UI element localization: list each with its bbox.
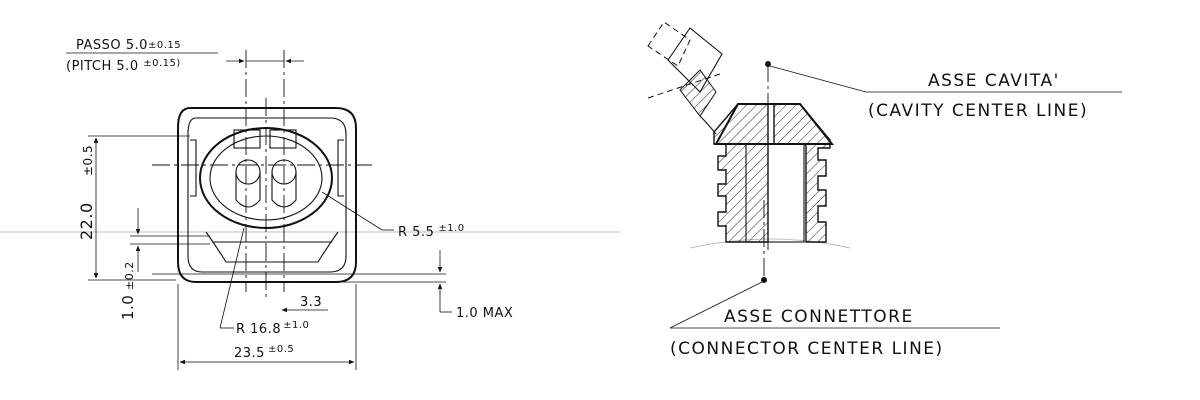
seal-bore xyxy=(745,143,805,243)
cavity-axis-leader xyxy=(769,65,867,93)
pitch-english-label: (PITCH 5.0 ±0.15) xyxy=(66,58,181,74)
terminal-hatched xyxy=(679,69,717,117)
radius-small-label: R 5.5±1.0 xyxy=(398,223,465,240)
pitch-italian-label: PASSO 5.0±0.15 xyxy=(76,38,181,53)
radius-large-leader xyxy=(219,227,245,329)
terminal-block-right xyxy=(269,129,297,149)
front-view: PASSO 5.0±0.15 (PITCH 5.0 ±0.15) 22.0 ±0… xyxy=(0,38,620,370)
radius-large-label: R 16.8±1.0 xyxy=(236,320,309,337)
height-dim-label: 22.0 xyxy=(77,202,96,240)
terminal-axis xyxy=(647,73,721,99)
section-view: ASSE CAVITA' (CAVITY CENTER LINE) ASSE C… xyxy=(647,21,1122,359)
connector-inner-outline xyxy=(187,117,347,273)
cavity-axis-english: (CAVITY CENTER LINE) xyxy=(868,101,1088,121)
cavity-axis-italian: ASSE CAVITA' xyxy=(928,71,1060,91)
terminal-tip xyxy=(699,115,717,135)
width-dim-label: 23.5±0.5 xyxy=(234,344,294,361)
step-dim-label: 1.0 xyxy=(119,295,137,320)
connector-axis-english: (CONNECTOR CENTER LINE) xyxy=(670,339,944,359)
side-latch-left xyxy=(190,139,197,197)
connector-axis-italian: ASSE CONNETTORE xyxy=(724,307,914,327)
cavity-axis-point xyxy=(765,61,771,67)
terminal-block-left xyxy=(233,129,261,149)
mount-surface-arc xyxy=(689,238,851,249)
seal-body-left xyxy=(713,103,769,243)
connector-lower-step xyxy=(205,231,339,263)
side-latch-right xyxy=(337,139,344,197)
seal-body-right xyxy=(773,103,831,243)
height-tol-label: ±0.5 xyxy=(81,145,95,176)
radius-small-leader xyxy=(321,191,383,231)
step-tol-label: ±0.2 xyxy=(123,261,136,290)
max-dim-label: 1.0 MAX xyxy=(456,306,513,321)
inserted-terminal xyxy=(647,21,723,135)
seal-cap xyxy=(714,103,835,145)
terminal-slot-left xyxy=(235,172,261,208)
terminal-hole-left xyxy=(235,159,261,185)
connector-axis-point xyxy=(761,277,767,283)
connector-axis-leader xyxy=(669,281,763,329)
offset-dim-label: 3.3 xyxy=(300,295,322,310)
